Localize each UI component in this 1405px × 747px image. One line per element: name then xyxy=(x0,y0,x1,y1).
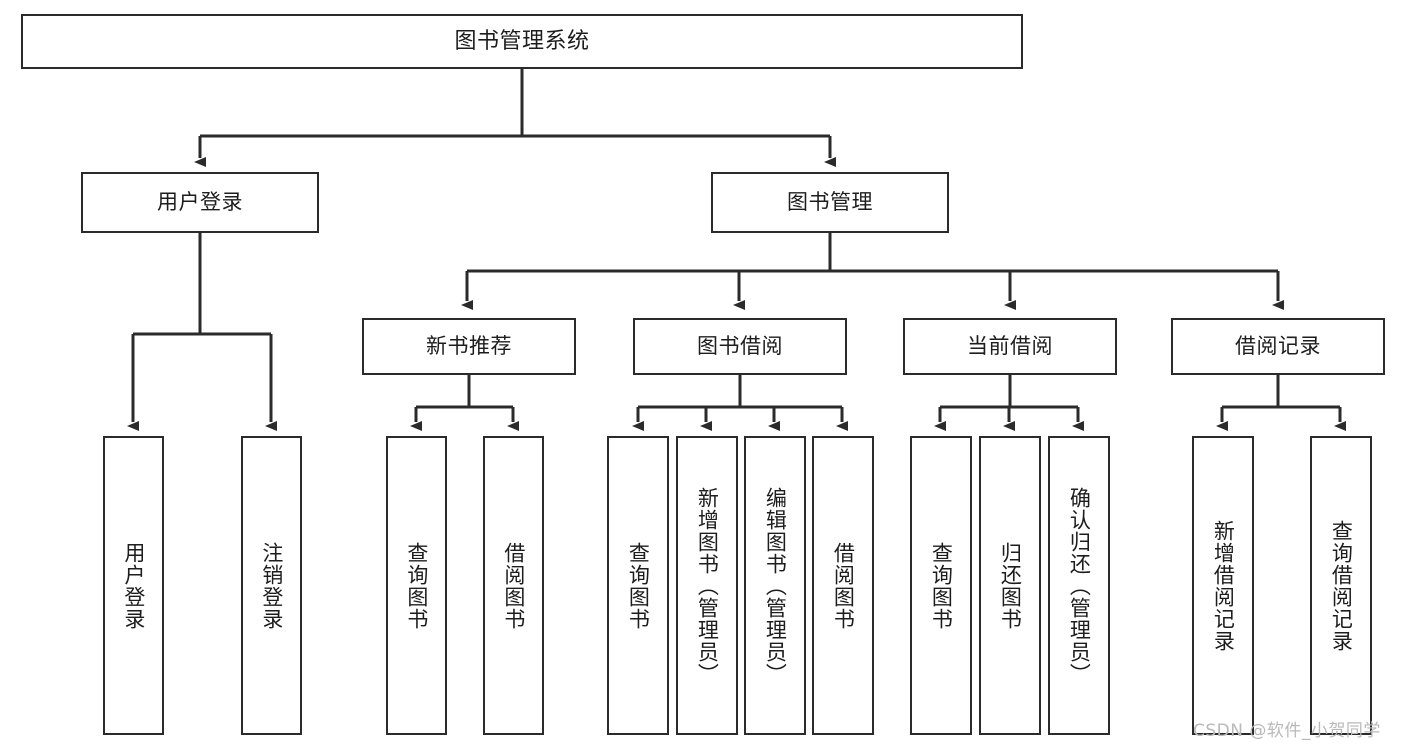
node-label: 编辑图书（管理员） xyxy=(763,486,788,685)
node-leaf-confirm-return[interactable]: 确认归还（管理员） xyxy=(1048,436,1110,735)
node-label: 借阅图书 xyxy=(831,541,856,630)
node-leaf-query-record[interactable]: 查询借阅记录 xyxy=(1310,436,1372,735)
node-label: 新书推荐 xyxy=(426,334,512,359)
node-book-borrow[interactable]: 图书借阅 xyxy=(633,318,847,375)
node-label: 注销登录 xyxy=(259,541,284,630)
node-current-borrow[interactable]: 当前借阅 xyxy=(903,318,1117,375)
node-leaf-query-book-2[interactable]: 查询图书 xyxy=(607,436,669,735)
node-user-login[interactable]: 用户登录 xyxy=(81,172,319,233)
node-leaf-add-book[interactable]: 新增图书（管理员） xyxy=(676,436,738,735)
node-label: 图书管理系统 xyxy=(454,28,590,54)
node-label: 新增借阅记录 xyxy=(1211,519,1236,652)
node-label: 查询借阅记录 xyxy=(1329,519,1354,652)
node-leaf-edit-book[interactable]: 编辑图书（管理员） xyxy=(744,436,806,735)
node-leaf-user-logout[interactable]: 注销登录 xyxy=(241,436,302,735)
node-label: 新增图书（管理员） xyxy=(695,486,720,685)
node-label: 用户登录 xyxy=(157,190,243,215)
node-label: 当前借阅 xyxy=(967,334,1053,359)
node-book-manage[interactable]: 图书管理 xyxy=(711,172,949,233)
node-borrow-record[interactable]: 借阅记录 xyxy=(1171,318,1385,375)
node-label: 查询图书 xyxy=(404,541,429,630)
node-label: 借阅记录 xyxy=(1235,334,1321,359)
node-leaf-add-record[interactable]: 新增借阅记录 xyxy=(1192,436,1254,735)
node-label: 图书借阅 xyxy=(697,334,783,359)
node-leaf-borrow-book-1[interactable]: 借阅图书 xyxy=(483,436,544,735)
node-leaf-query-book-3[interactable]: 查询图书 xyxy=(910,436,972,735)
node-root-system[interactable]: 图书管理系统 xyxy=(21,14,1023,69)
node-leaf-user-login[interactable]: 用户登录 xyxy=(103,436,164,735)
node-label: 借阅图书 xyxy=(501,541,526,630)
node-label: 用户登录 xyxy=(121,541,146,630)
node-label: 图书管理 xyxy=(787,190,873,215)
node-leaf-query-book-1[interactable]: 查询图书 xyxy=(386,436,447,735)
node-leaf-return-book[interactable]: 归还图书 xyxy=(979,436,1041,735)
node-label: 查询图书 xyxy=(929,541,954,630)
node-leaf-borrow-book-2[interactable]: 借阅图书 xyxy=(812,436,874,735)
node-label: 确认归还（管理员） xyxy=(1067,486,1092,685)
node-new-book-rec[interactable]: 新书推荐 xyxy=(362,318,576,375)
node-label: 归还图书 xyxy=(998,541,1023,630)
node-label: 查询图书 xyxy=(626,541,651,630)
